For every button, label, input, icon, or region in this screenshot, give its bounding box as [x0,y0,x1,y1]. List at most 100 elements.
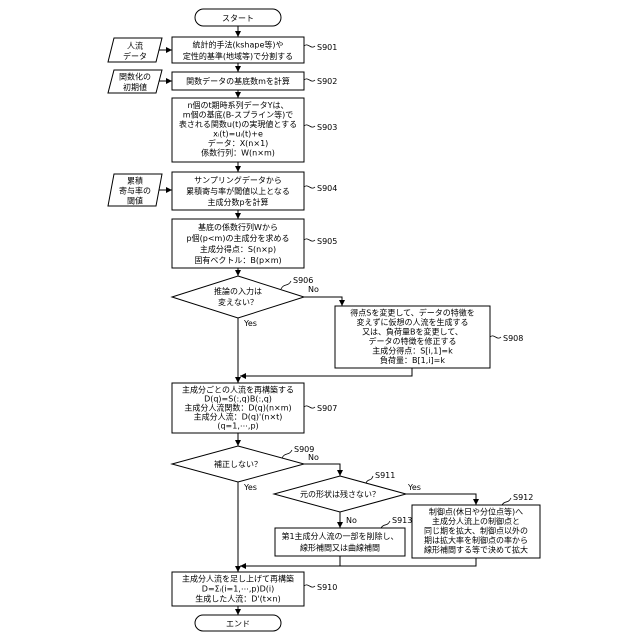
step-s908: 得点Sを変更して、データの特徴を 変えずに仮想の人流を生成する 又は、負荷量Bを… [335,306,523,368]
step-s903-text: m個の基底(B-スプライン等)で [183,110,293,120]
step-s912-text: 同じ期を拡大、制御点以外の [424,526,528,536]
step-s901: 統計的手法(kshape等)や 定性的基準(地域等)で分割する S901 [172,37,337,63]
step-s907-text: 主成分人流関数：D(q)(n×m) [184,403,291,413]
step-s912-id: S912 [513,493,533,502]
step-s905-text: 主成分得点：S(n×p) [200,244,276,254]
step-s910-text: 生成した人流：D'(t×n) [195,594,281,604]
step-s910-text: 主成分人流を足し上げて再構築 [182,574,294,584]
input-threshold-label: 寄与率の [119,186,151,196]
step-s910-text: D=Σᵢ(i=1,⋯,p)D(i) [202,585,274,594]
step-s904-text: 主成分数pを計算 [207,197,268,207]
arrow-s911-yes-to-s912 [406,494,476,505]
step-s903-leader [304,125,315,127]
start-label: スタート [222,14,254,23]
step-s913-id: S913 [392,516,412,525]
step-s901-leader [304,45,315,47]
step-s908-text: 変えずに仮想の人流を生成する [357,317,469,327]
step-s907-text: (q=1,⋯,p) [217,422,258,431]
decision-s911-leader [366,476,373,483]
arrow-s909-no-to-s911 [304,464,340,476]
step-s903-text: 係数行列：W(n×m) [201,148,275,158]
step-s908-text: 得点Sを変更して、データの特徴を [350,308,474,318]
input-initial-value-label: 関数化の [119,72,151,82]
step-s908-id: S908 [503,334,523,343]
step-s904-id: S904 [317,184,337,193]
step-s913-text: 線形補間又は曲線補間 [300,543,380,553]
step-s908-leader [490,336,501,338]
end-label: エンド [226,620,250,629]
step-s908-text: データの特徴を修正する [369,336,457,346]
decision-s906-no-label: No [308,285,319,294]
step-s904: サンプリングデータから 累積寄与率が閾値以上となる 主成分数pを計算 S904 [172,172,337,210]
step-s912-text: 制御点(休日や分位点等)へ [429,507,523,517]
input-threshold: 累積 寄与率の 閾値 [108,174,162,206]
decision-s909: 補正しない？ S909 No Yes [172,445,319,492]
step-s905-text: 基底の係数行列Wから [198,222,278,232]
step-s903-text: 表される関数u(t)の実現値とする [179,119,297,129]
decision-s906-id: S906 [293,276,313,285]
step-s907-id: S907 [317,404,337,413]
step-s910: 主成分人流を足し上げて再構築 D=Σᵢ(i=1,⋯,p)D(i) 生成した人流：… [172,572,337,606]
decision-s911-yes-label: Yes [407,483,421,492]
decision-s909-leader [282,450,292,458]
step-s912-text: 期は拡大率を制御点の率から [424,535,528,545]
step-s913-leader [381,521,390,528]
step-s903-id: S903 [317,123,337,132]
step-s901-text: 統計的手法(kshape等)や [192,40,283,50]
step-s912-text: 線形補間する等で決めて拡大 [424,545,528,555]
step-s905-leader [304,239,315,241]
decision-s909-text: 補正しない？ [214,459,262,469]
decision-s906-leader [281,281,291,289]
arrow-s912-s913-to-main [240,558,476,566]
step-s907-text: D(q)=S(:,q)B(:,q) [204,395,272,404]
step-s912-text: 主成分人流上の制御点と [432,516,520,526]
step-s904-text: 累積寄与率が閾値以上となる [186,186,290,196]
input-initial-value: 関数化の 初期値 [108,70,162,93]
decision-s906-text: 推論の入力は [214,286,262,296]
step-s913-text: 第1主成分人流の一部を削除し、 [281,531,398,541]
step-s908-text: 又は、負荷量Bを変更して、 [362,327,463,337]
step-s905-text: 固有ベクトル：B(p×m) [194,255,281,265]
decision-s911-id: S911 [375,471,395,480]
decision-s911-no-label: No [346,516,357,525]
step-s902: 関数データの基底数mを計算 S902 [172,72,337,90]
start-terminal: スタート [195,9,281,26]
step-s907: 主成分ごとの人流を再構築する D(q)=S(:,q)B(:,q) 主成分人流関数… [172,383,337,433]
input-flow-data-label: 人流 [127,41,143,51]
step-s903-text: n個のt期時系列データYは、 [187,100,288,110]
decision-s909-yes-label: Yes [243,483,257,492]
step-s901-text: 定性的基準(地域等)で分割する [183,51,293,61]
decision-s906: 推論の入力は 変えない？ S906 No Yes [172,276,319,328]
arrow-s908-to-s907 [240,368,412,376]
step-s902-leader [304,79,315,81]
step-s904-text: サンプリングデータから [194,175,282,185]
step-s902-text: 関数データの基底数mを計算 [186,76,290,86]
step-s907-leader [304,406,315,408]
step-s907-text: 主成分人流：D(q)'(n×t) [194,412,283,422]
arrow-s906-no-to-s908 [304,297,342,306]
input-threshold-label: 累積 [127,176,143,186]
step-s913: 第1主成分人流の一部を削除し、 線形補間又は曲線補間 S913 [275,516,412,556]
decision-s906-text: 変えない？ [218,297,258,307]
decision-s909-no-label: No [308,453,319,462]
end-terminal: エンド [195,615,281,631]
step-s907-text: 主成分ごとの人流を再構築する [182,385,294,395]
decision-s906-diamond [172,276,304,318]
step-s903-text: データ：X(n×1) [208,138,269,148]
step-s903: n個のt期時系列データYは、 m個の基底(B-スプライン等)で 表される関数u(… [172,98,337,162]
step-s905-text: p個(p<m)の主成分を求める [187,233,290,243]
step-s903-text: xᵢ(t)=uᵢ(t)+e [213,130,263,139]
step-s905: 基底の係数行列Wから p個(p<m)の主成分を求める 主成分得点：S(n×p) … [172,219,337,268]
step-s908-text: 主成分得点：S[i,1]=k [372,346,453,356]
input-threshold-label: 閾値 [127,196,143,206]
input-flow-data-label: データ [123,51,147,61]
input-flow-data: 人流 データ [108,38,162,62]
step-s905-id: S905 [317,237,337,246]
step-s908-text: 負荷量：B[1,i]=k [380,355,445,365]
decision-s911-text: 元の形状は残さない？ [300,489,380,499]
step-s912-leader [502,498,511,505]
decision-s906-yes-label: Yes [243,319,257,328]
step-s910-leader [304,585,315,587]
input-initial-value-label: 初期値 [123,82,147,92]
